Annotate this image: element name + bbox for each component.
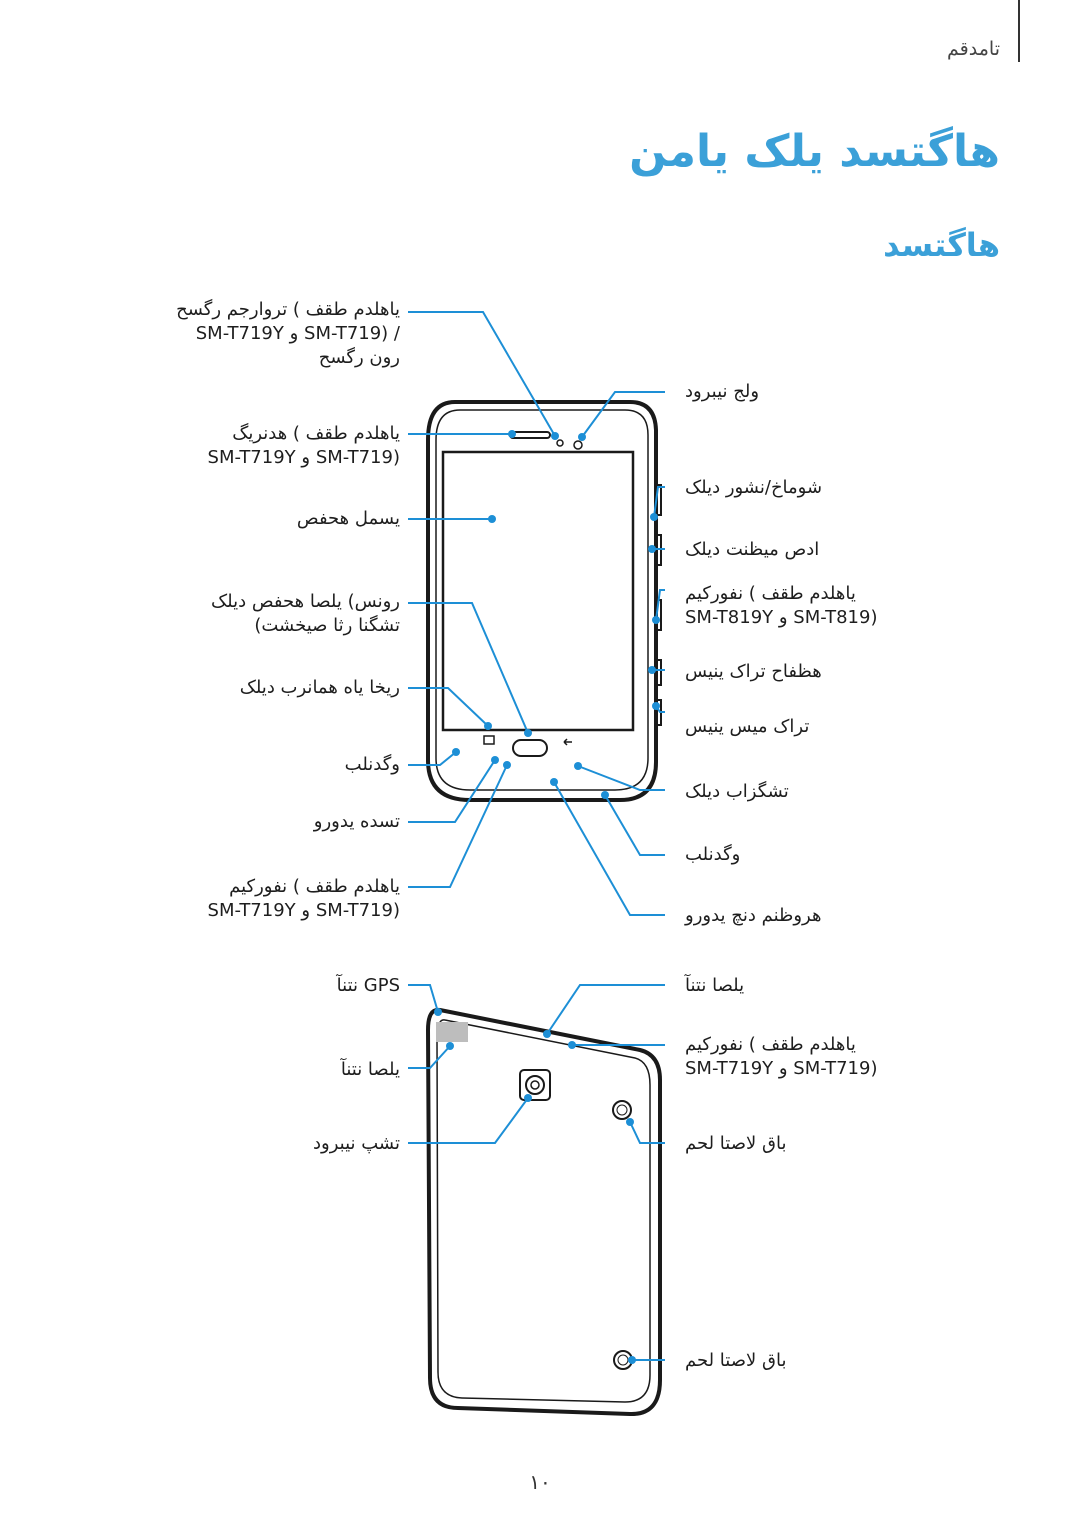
label-speaker-right: وگدنلب (685, 844, 741, 865)
label-recent-apps-key: ریخا یاه همانرب دیلک (239, 677, 400, 698)
back-tablet (425, 1007, 662, 1417)
label-cover-connection-top: باق لاصتا لحم (685, 1133, 787, 1154)
label-main-antenna-right: یلصا نتنآ (685, 975, 745, 996)
label-cover-connection-bottom: باق لاصتا لحم (685, 1350, 787, 1371)
label-volume-key: ادص میظنت دیلک (685, 539, 820, 560)
label-receiver: یاهلدم طقف ) هدنریگ SM-T719Y و SM-T719) (207, 423, 400, 468)
callout-dots (434, 430, 660, 1364)
label-microphone-top: یاهلدم طقف ) نفوركیم SM-T719Y و SM-T719) (685, 1034, 878, 1079)
section-name: تامدقم (947, 38, 1000, 60)
page-subtitle: هاگتسد (883, 226, 1000, 264)
front-camera-lens (573, 440, 583, 450)
label-microphone-bottom: یاهلدم طقف ) نفوركیم SM-T719Y و SM-T719) (207, 876, 400, 921)
label-headset-jack: تسده یدورو (313, 811, 400, 832)
label-multipurpose-jack: هروظنم دنچ یدورو (685, 905, 822, 926)
label-sim-card-tray: تراک میس ینیس (685, 716, 810, 737)
label-memory-card-tray: هظفاح تراک ینیس (685, 661, 822, 682)
label-speaker-left: وگدنلب (344, 754, 400, 775)
label-gps-antenna: GPS نتنآ (336, 975, 400, 996)
label-power-key: شوماخ/نشور دیلک (685, 477, 823, 498)
label-microphone-side: یاهلدم طقف ) نفوركیم SM-T819Y و SM-T819) (685, 583, 878, 628)
callouts (408, 311, 665, 1361)
rear-camera-lens (525, 1075, 545, 1095)
header-divider (1018, 0, 1020, 62)
label-home-key: رونس) یلصا هحفص دیلک تشگنا رثا صیخشت) (211, 591, 400, 636)
label-front-camera: ولج نیبرود (685, 381, 760, 402)
label-back-key: تشگزاب دیلک (685, 781, 789, 802)
receiver-grille (509, 431, 551, 439)
label-main-antenna-left: یلصا نتنآ (340, 1059, 400, 1080)
page-number: ۱۰ (529, 1470, 551, 1494)
gps-antenna-area (436, 1022, 468, 1042)
front-tablet (426, 400, 662, 802)
home-key-shape (512, 739, 548, 757)
front-screen (441, 450, 635, 732)
label-rear-camera: تشپ نیبرود (313, 1133, 400, 1154)
label-touchscreen: یسمل هحفص (296, 508, 400, 529)
page-title: هاگتسد یلک یامن (629, 126, 1000, 177)
rear-camera-frame (519, 1069, 551, 1101)
label-flash: یاهلدم طقف ) تروارجم رگسح SM-T719Y و SM-… (176, 299, 400, 368)
